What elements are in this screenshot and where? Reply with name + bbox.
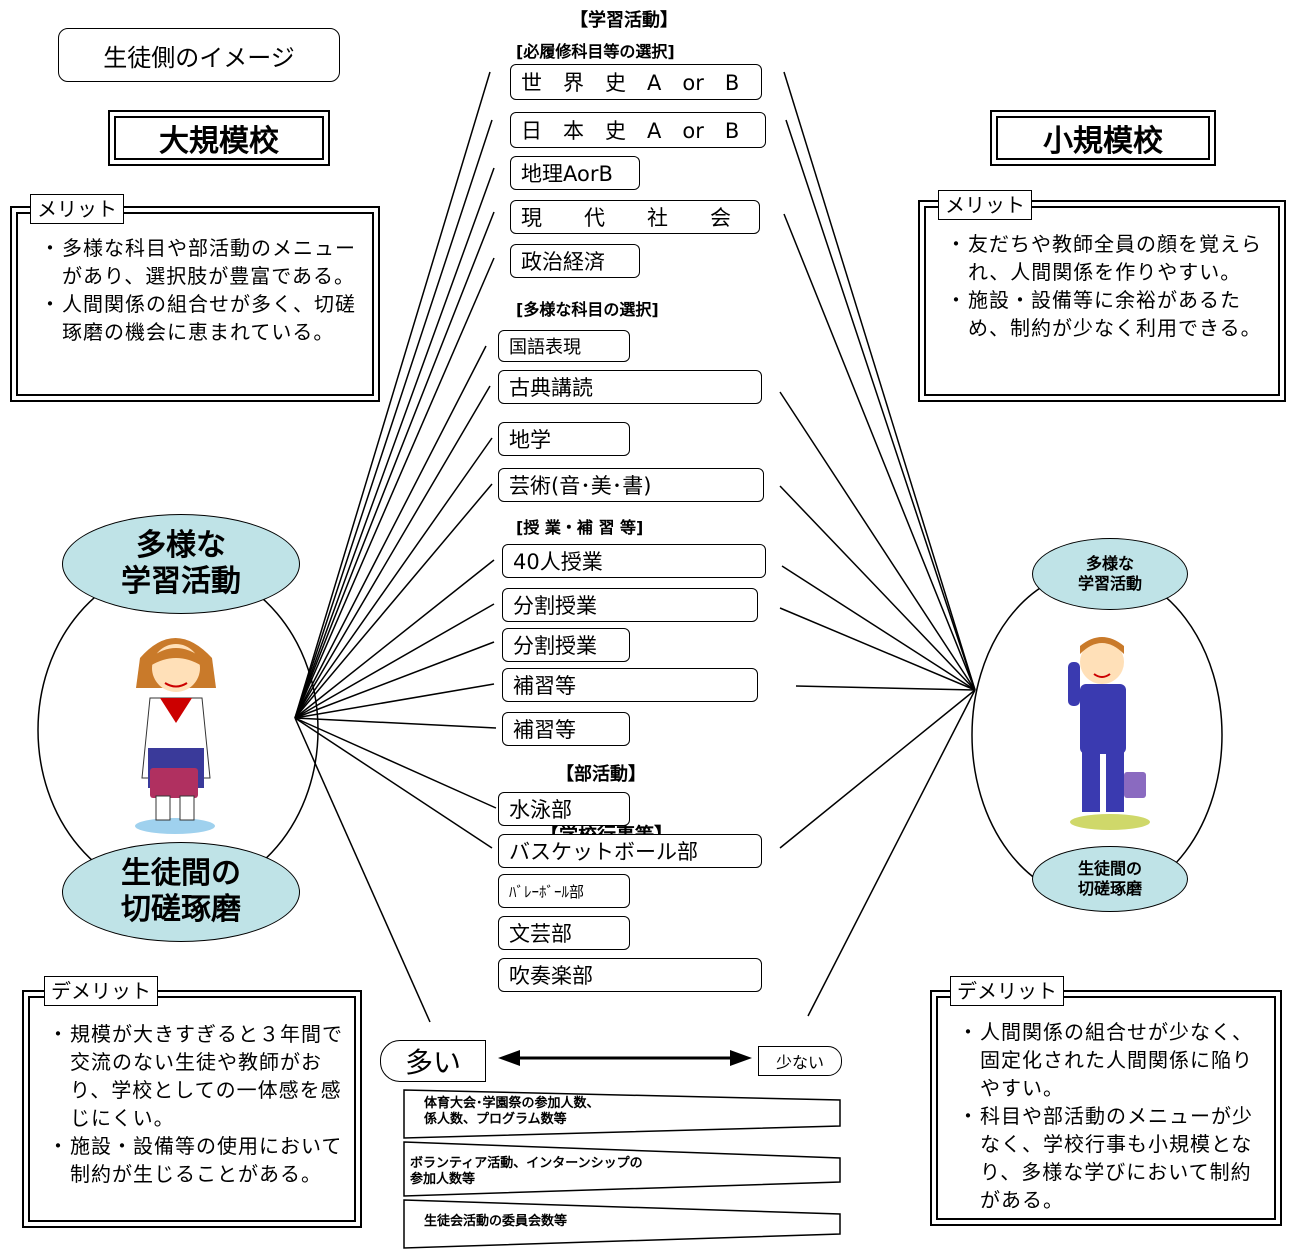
connector-line — [779, 391, 976, 691]
connector-line — [779, 607, 976, 691]
class-split-1: 分割授業 — [502, 588, 758, 622]
connector-line — [294, 211, 495, 719]
subject-geography: 地理AorB — [510, 156, 640, 190]
class-40-students: 40人授業 — [502, 544, 766, 578]
club-basketball: バスケットボール部 — [498, 834, 762, 868]
connector-line — [294, 683, 495, 719]
demerit-list: ・人間関係の組合せが少なく、固定化された人間関係に陥りやすい。 ・科目や部活動の… — [958, 1018, 1268, 1214]
connector-line — [294, 717, 497, 809]
event-sports-festival: 体育大会･学園祭の参加人数、 係人数、プログラム数等 — [424, 1096, 600, 1127]
demerit-item: ・規模が大きすぎると３年間で交流のない生徒や教師がおり、学校としての一体感を感じ… — [48, 1022, 343, 1130]
club-swimming: 水泳部 — [498, 792, 630, 826]
merit-tag: メリット — [938, 190, 1032, 220]
events-wedge — [403, 1089, 841, 1249]
connector-line — [294, 559, 495, 719]
small-competition-ellipse: 生徒間の 切磋琢磨 — [1032, 846, 1188, 912]
small-diverse-learning-ellipse: 多様な 学習活動 — [1032, 538, 1188, 610]
diverse-subjects-heading: [多様な科目の選択] — [516, 300, 659, 319]
few-label: 少ない — [758, 1046, 842, 1076]
merit-list: ・多様な科目や部活動のメニューがあり、選択肢が豊富である。 ・人間関係の組合せが… — [40, 234, 370, 346]
large-diverse-learning-ellipse: 多様な 学習活動 — [62, 514, 300, 614]
schoolgirl-illustration — [135, 638, 216, 834]
connector-line — [294, 119, 493, 719]
student-image-label: 生徒側のイメージ — [58, 28, 340, 82]
connector-line — [785, 119, 976, 691]
classes-heading: [授 業・補 習 等] — [516, 518, 644, 537]
subject-politics-economics: 政治経済 — [510, 244, 640, 278]
connector-line — [294, 641, 495, 719]
small-school-title: 小規模校 — [990, 110, 1216, 166]
demerit-item: ・科目や部活動のメニューが少なく、学校行事も小規模となり、多様な学びにおいて制約… — [958, 1104, 1253, 1212]
small-school-merit-panel: メリット ・友だちや教師全員の顔を覚えられ、人間関係を作りやすい。 ・施設・設備… — [918, 190, 1286, 402]
schoolboy-illustration — [1068, 637, 1150, 830]
connector-line — [294, 603, 495, 719]
subject-japanese-expression: 国語表現 — [498, 330, 630, 362]
connector-line — [795, 685, 976, 691]
event-volunteer: ボランティア活動、インターンシップの 参加人数等 — [410, 1156, 643, 1187]
connector-line — [294, 71, 491, 719]
demerit-tag: デメリット — [950, 976, 1064, 1006]
merit-item: ・多様な科目や部活動のメニューがあり、選択肢が豊富である。 — [40, 236, 356, 288]
connector-line — [294, 717, 497, 729]
large-school-merit-panel: メリット ・多様な科目や部活動のメニューがあり、選択肢が豊富である。 ・人間関係… — [10, 194, 380, 402]
demerit-tag: デメリット — [44, 976, 158, 1006]
subject-world-history: 世 界 史 A or B — [510, 64, 762, 100]
event-student-council: 生徒会活動の委員会数等 — [424, 1214, 568, 1229]
club-literature: 文芸部 — [498, 916, 630, 950]
demerit-item: ・人間関係の組合せが少なく、固定化された人間関係に陥りやすい。 — [958, 1020, 1253, 1100]
subject-earth-science: 地学 — [498, 422, 630, 456]
subject-arts: 芸術(音･美･書) — [498, 468, 764, 502]
connector-line — [294, 437, 493, 719]
connector-line — [294, 167, 495, 719]
club-volleyball: ﾊﾞﾚｰﾎﾞｰﾙ部 — [498, 874, 630, 908]
connector-line — [294, 257, 495, 719]
connector-line — [779, 689, 976, 849]
connector-line — [783, 71, 976, 691]
merit-list: ・友だちや教師全員の顔を覚えられ、人間関係を作りやすい。 ・施設・設備等に余裕が… — [946, 230, 1276, 342]
subject-classics-reading: 古典講読 — [498, 370, 762, 404]
connector-line — [779, 485, 976, 691]
subject-contemporary-society: 現 代 社 会 — [510, 200, 760, 234]
merit-item: ・人間関係の組合せが多く、切磋琢磨の機会に恵まれている。 — [40, 292, 356, 344]
subject-japanese-history: 日 本 史 A or B — [510, 112, 766, 148]
club-activity-heading: 【部活動】 — [556, 764, 646, 785]
class-supplementary-1: 補習等 — [502, 668, 758, 702]
merit-tag: メリット — [30, 194, 124, 224]
connector-line — [294, 483, 493, 719]
connector-line — [781, 565, 976, 691]
demerit-item: ・施設・設備等の使用において制約が生じることがある。 — [48, 1134, 343, 1186]
many-label: 多い — [380, 1040, 486, 1082]
large-school-demerit-panel: デメリット ・規模が大きすぎると３年間で交流のない生徒や教師がおり、学校としての… — [22, 976, 362, 1228]
connector-line — [294, 717, 493, 849]
merit-item: ・施設・設備等に余裕があるため、制約が少なく利用できる。 — [946, 288, 1262, 340]
class-supplementary-2: 補習等 — [502, 712, 630, 746]
connector-line — [294, 717, 431, 1023]
large-school-title: 大規模校 — [108, 110, 330, 166]
connector-line — [807, 689, 976, 1017]
merit-item: ・友だちや教師全員の顔を覚えられ、人間関係を作りやすい。 — [946, 232, 1262, 284]
learning-activity-heading: 【学習活動】 — [570, 10, 678, 31]
connector-line — [294, 345, 487, 719]
club-wind-band: 吹奏楽部 — [498, 958, 762, 992]
small-school-demerit-panel: デメリット ・人間関係の組合せが少なく、固定化された人間関係に陥りやすい。 ・科… — [930, 976, 1282, 1226]
connector-line — [783, 213, 976, 691]
required-subjects-heading: [必履修科目等の選択] — [516, 42, 675, 61]
connector-line — [294, 385, 491, 719]
demerit-list: ・規模が大きすぎると３年間で交流のない生徒や教師がおり、学校としての一体感を感じ… — [48, 1020, 348, 1188]
class-split-2: 分割授業 — [502, 628, 630, 662]
large-competition-ellipse: 生徒間の 切磋琢磨 — [62, 842, 300, 942]
